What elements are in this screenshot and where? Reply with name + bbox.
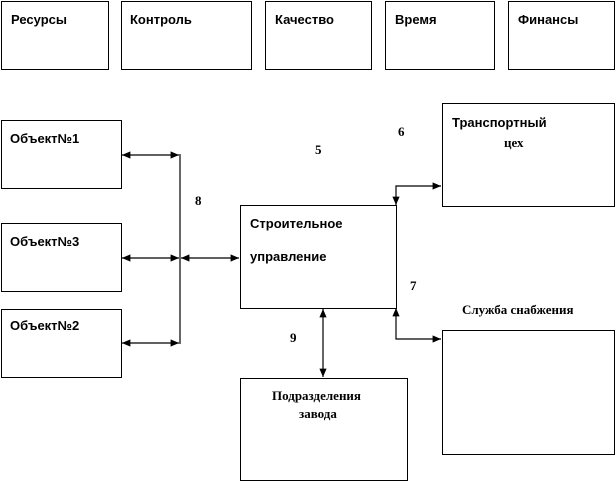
box-supply (442, 330, 615, 455)
box-label: Финансы (518, 12, 579, 27)
box-label: Подразделения (272, 388, 361, 403)
connector-label: 6 (398, 124, 405, 139)
connector-label: 9 (290, 330, 297, 345)
box-label: Объект№3 (10, 234, 80, 249)
connector-label: 8 (195, 193, 202, 208)
arrow-transport (392, 182, 441, 205)
box-label: Время (395, 12, 437, 27)
box-resources: Ресурсы (1, 1, 109, 70)
box-label: Контроль (130, 12, 192, 27)
box-label: Транспортный (452, 115, 547, 130)
box-transport: Транспортный цех (442, 103, 615, 207)
box-time: Время (385, 1, 495, 70)
arrow-supply (392, 308, 441, 343)
box-object3: Объект№3 (1, 223, 122, 292)
box-quality: Качество (265, 1, 372, 70)
box-control: Контроль (121, 1, 252, 70)
box-label: Объект№2 (10, 318, 80, 333)
box-label: Строительное (250, 216, 343, 231)
connector-label: 5 (315, 142, 322, 157)
box-label: Ресурсы (11, 12, 67, 27)
box-finance: Финансы (508, 1, 615, 70)
box-label: управление (250, 249, 327, 264)
box-construction-management: Строительное управление (240, 205, 397, 309)
box-label: завода (299, 406, 337, 421)
box-label: Объект№1 (10, 131, 80, 146)
box-object1: Объект№1 (1, 120, 122, 189)
connector-label: 7 (410, 278, 417, 293)
box-plant-divisions: Подразделения завода (240, 378, 408, 481)
box-object2: Объект№2 (1, 309, 122, 378)
box-label: Служба снабжения (462, 302, 574, 317)
box-label: Качество (275, 12, 334, 27)
box-label: цех (504, 135, 524, 150)
